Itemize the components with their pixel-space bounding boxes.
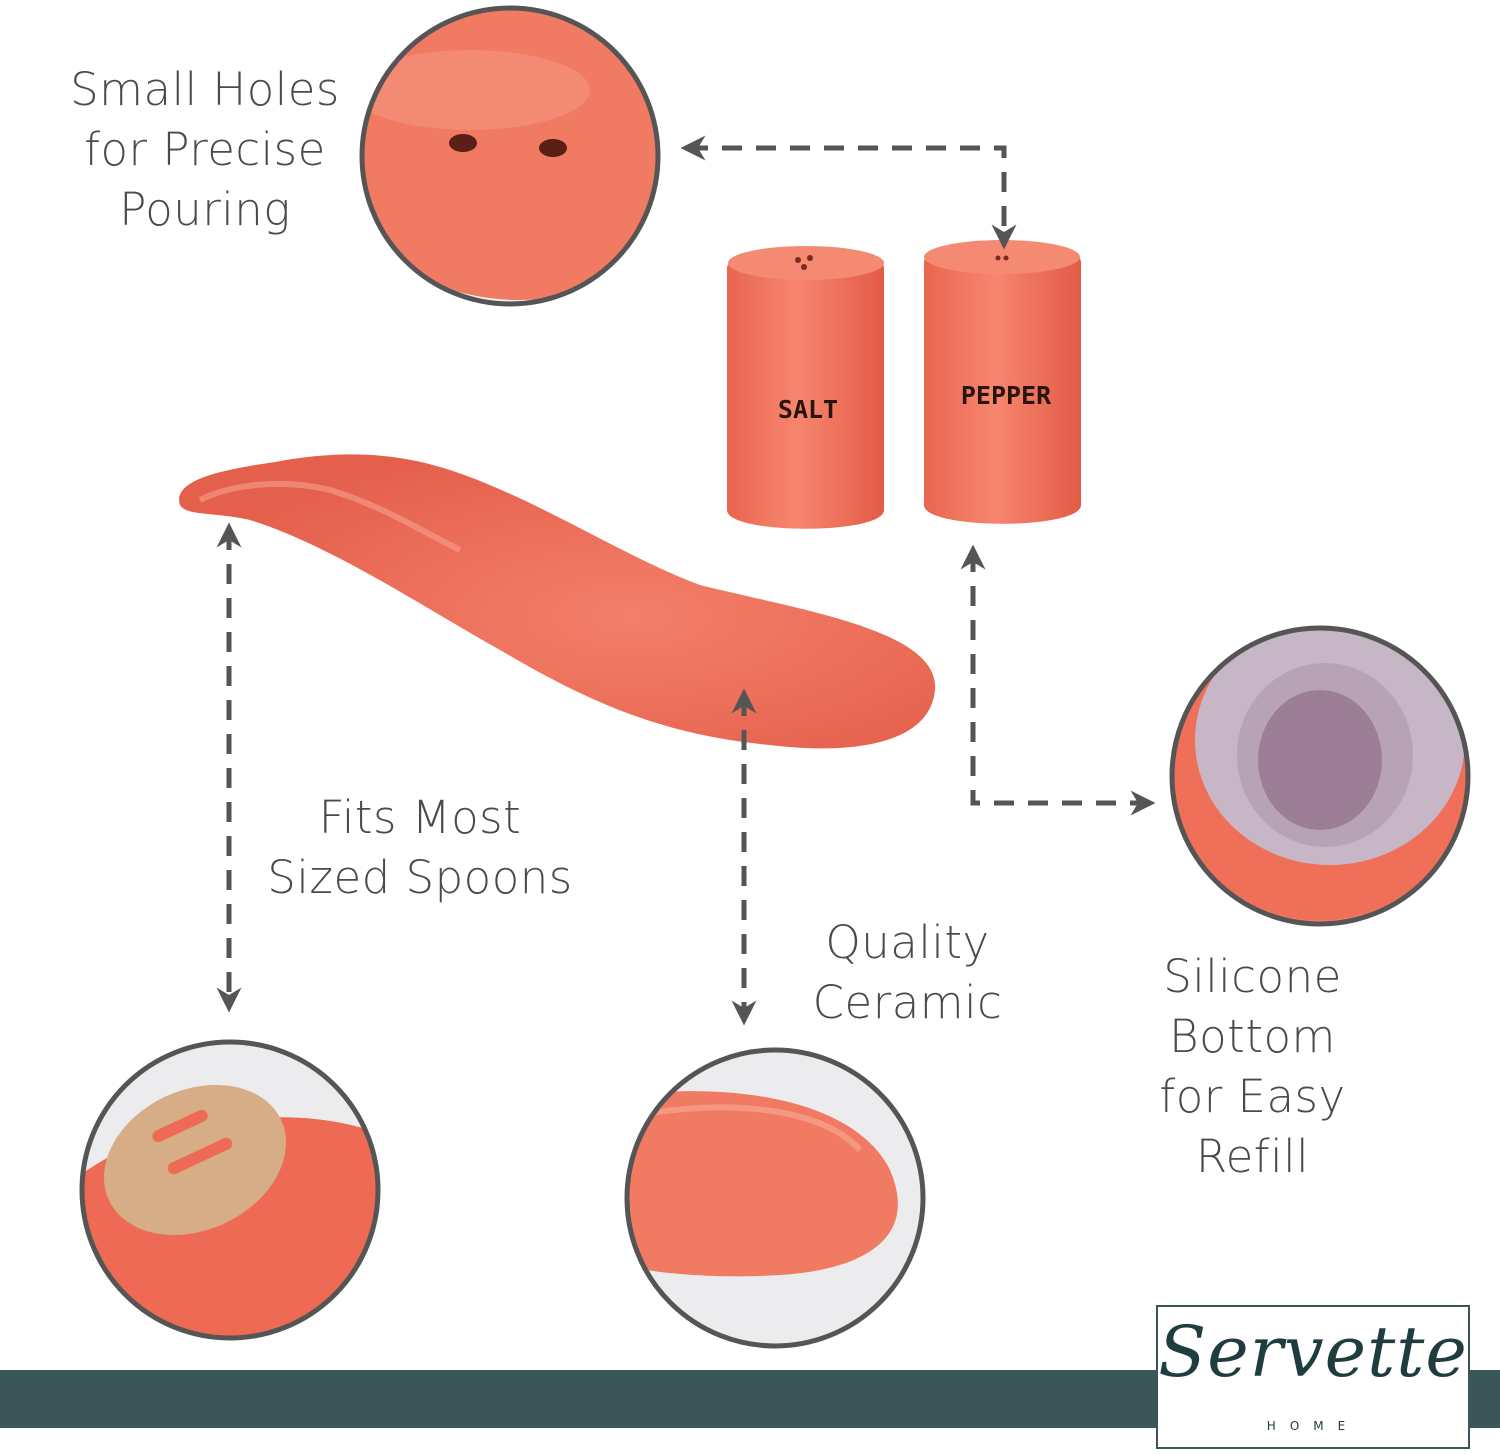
callout-ceramic: Quality Ceramic [790, 913, 1025, 1033]
callout-holes-line: for Precise [84, 123, 326, 176]
salt-label: SALT [778, 395, 838, 424]
silicone-bottom-closeup [1169, 625, 1471, 927]
callout-silicone-line: for Easy [1159, 1070, 1346, 1123]
callout-ceramic-line: Quality [825, 916, 990, 969]
callout-silicone-line: Refill [1195, 1130, 1310, 1183]
spoon-in-rest-closeup [79, 1039, 381, 1341]
pepper-label: PEPPER [961, 381, 1052, 410]
salt-shaker [727, 246, 884, 529]
arrow-holes [680, 135, 1017, 250]
callout-silicone-line: Silicone [1163, 950, 1342, 1003]
holes-closeup [359, 5, 661, 307]
brand-script: Servette [1158, 1311, 1468, 1393]
brand-logo: Servette HOME [1156, 1305, 1470, 1449]
callout-spoons-line: Fits Most [318, 791, 522, 844]
brand-sub: HOME [1266, 1419, 1360, 1433]
callout-holes: Small Holes for Precise Pouring [40, 60, 370, 240]
callout-spoons: Fits Most Sized Spoons [240, 788, 600, 908]
callout-holes-line: Pouring [119, 183, 291, 236]
spoon-rest [179, 454, 936, 749]
callout-silicone: Silicone Bottom for Easy Refill [1140, 947, 1365, 1187]
callout-spoons-line: Sized Spoons [267, 851, 573, 904]
callout-silicone-line: Bottom [1169, 1010, 1336, 1063]
callout-holes-line: Small Holes [70, 63, 340, 116]
arrow-silicone [960, 544, 1156, 816]
pepper-shaker [924, 240, 1081, 524]
ceramic-closeup [624, 1047, 926, 1349]
callout-ceramic-line: Ceramic [812, 976, 1003, 1029]
connector-arrows [216, 135, 1156, 1026]
